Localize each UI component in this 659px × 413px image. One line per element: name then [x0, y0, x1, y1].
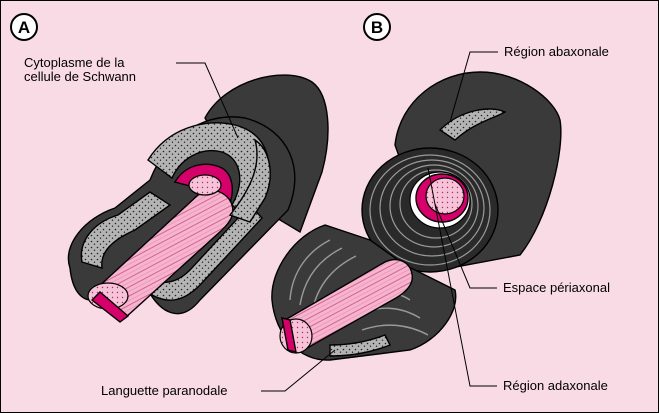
label-cytoplasm-line1: Cytoplasme de la — [24, 55, 125, 70]
b-paranodal-tongue — [329, 334, 391, 357]
a-inner-lining — [90, 291, 130, 323]
label-cytoplasm-line2: cellule de Schwann — [24, 69, 136, 84]
leader-paranodal — [261, 349, 336, 392]
badge-a-letter: A — [18, 18, 30, 37]
panel-b-illustration — [271, 71, 562, 361]
b-lamella-1 — [369, 154, 491, 266]
b-lamella-3 — [389, 164, 479, 248]
label-paranodal: Languette paranodale — [101, 383, 228, 398]
b-paranode-magenta — [281, 317, 297, 353]
badge-b: B — [363, 13, 391, 41]
badge-b-letter: B — [371, 18, 383, 37]
label-periaxonal: Espace périaxonal — [503, 280, 610, 295]
a-axon-far-end — [188, 174, 222, 196]
label-adaxonal: Région adaxonale — [503, 378, 608, 393]
leader-adaxonal — [427, 167, 497, 387]
leader-periaxonal — [434, 203, 497, 289]
panel-a-illustration — [67, 74, 329, 323]
b-lamella-4 — [399, 169, 473, 239]
b-axon — [425, 177, 465, 215]
b-paranode-axon — [284, 258, 413, 353]
badge-a: A — [10, 13, 38, 41]
leader-abaxonal — [449, 51, 498, 123]
a-cytoplasm-left — [80, 191, 172, 269]
b-abaxonal-cytoplasm — [438, 108, 507, 141]
b-lamella-2 — [379, 159, 485, 257]
label-abaxonal: Région abaxonale — [504, 44, 609, 59]
a-cytoplasm-right — [228, 138, 271, 223]
leader-cytoplasm — [176, 62, 239, 139]
